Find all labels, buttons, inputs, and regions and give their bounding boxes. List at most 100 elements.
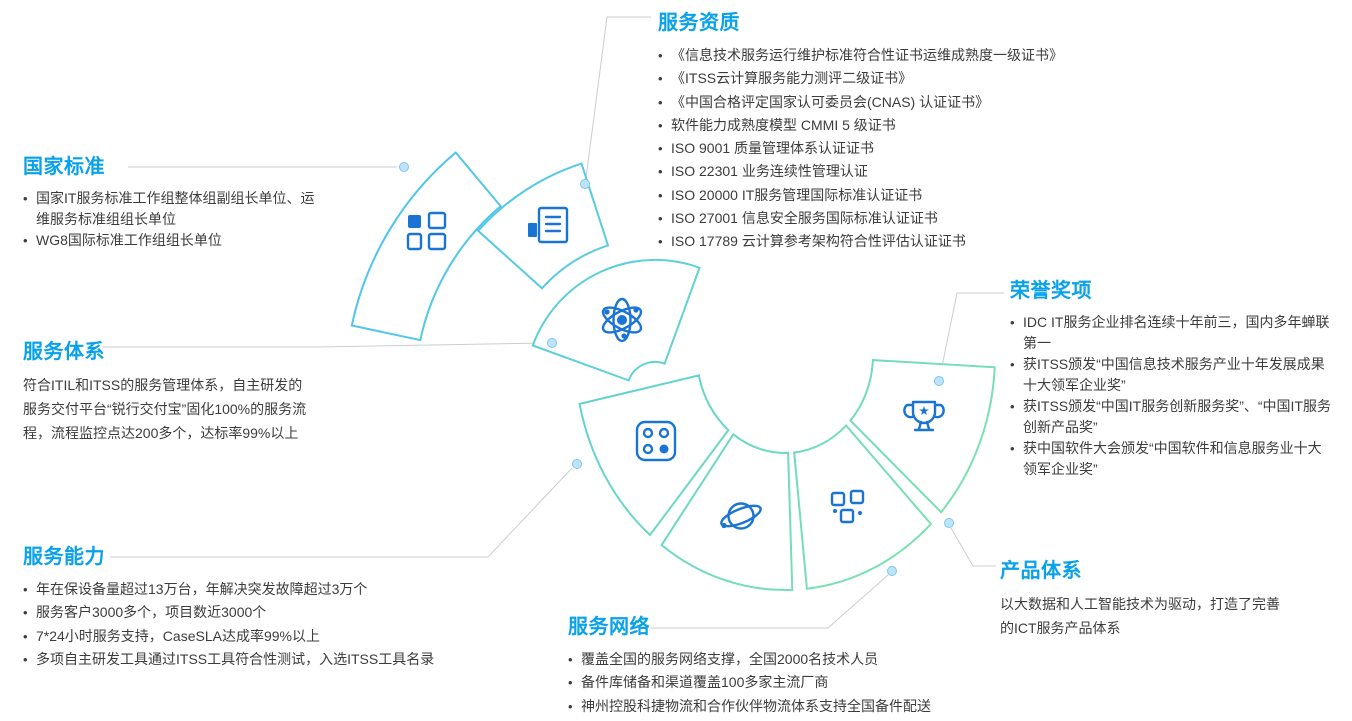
list-item: • 覆盖全国的服务网络支撑，全国2000名技术人员 [568,648,1028,671]
list-item-text: 备件库储备和渠道覆盖100多家主流厂商 [581,674,829,691]
leader-lines [102,16,1004,629]
list-item: • 获中国软件大会颁发“中国软件和信息服务业十大领军企业奖” [1010,438,1332,480]
section-title: 荣誉奖项 [1010,280,1092,302]
list-item: • 年在保设备量超过13万台，年解决突发故障超过3万个 [23,578,523,601]
section-honors-awards: 荣誉奖项 •IDC IT服务企业排名连续十年前三，国内多年蝉联第一•获ITSS颁… [1010,274,1332,480]
list-item: •ISO 22301 业务连续性管理认证 [658,160,1318,183]
list-item: • IDC IT服务企业排名连续十年前三，国内多年蝉联第一 [1010,312,1332,354]
bullet-icon: • [568,675,573,691]
leader-service-network [651,574,889,629]
list-item: • 《ITSS云计算服务能力测评二级证书》 [658,67,1318,90]
dots-grid-icon [635,420,677,462]
wedge-product-system [793,424,933,590]
bullet-icon: • [23,582,28,597]
list-item-text: 年在保设备量超过13万台，年解决突发故障超过3万个 [36,581,368,597]
list-item-text: 多项自主研发工具通过ITSS工具符合性测试，入选ITSS工具名录 [36,650,435,667]
connector-dot [547,338,557,348]
cubes-icon [830,489,865,524]
list-item-text: ISO 9001 质量管理体系认证证书 [671,140,875,157]
bullet-icon: • [23,605,28,621]
list-item-text: ISO 17789 云计算参考架构符合性评估认证证书 [671,233,966,250]
list-item: • ISO 27001 信息安全服务国际标准认证证书 [658,207,1318,230]
wedge-honors-awards [849,359,996,514]
list-item: •神州控股科捷物流和合作伙伴物流体系支持全国备件配送 [568,695,1028,718]
connector-dot [934,376,944,386]
list-item-text: 获ITSS颁发“中国IT服务创新服务奖”、“中国IT服务创新产品奖” [1023,398,1331,435]
atom-network-icon [601,297,643,343]
bullet-icon: • [658,48,663,63]
list-item-text: ISO 27001 信息安全服务国际标准认证证书 [671,210,938,227]
wedge-icons [406,206,945,530]
section-items: •IDC IT服务企业排名连续十年前三，国内多年蝉联第一•获ITSS颁发“中国信… [1010,312,1332,480]
list-item-text: 覆盖全国的服务网络支撑，全国2000名技术人员 [581,651,879,667]
connector-dot [580,179,590,189]
leader-honors-awards [939,292,1004,377]
bullet-icon: • [658,211,663,227]
section-national-standards: 国家标准 • 国家IT服务标准工作组整体组副组长单位、运维服务标准组组长单位 • WG… [23,150,323,251]
list-item-text: 《ITSS云计算服务能力测评二级证书》 [671,70,913,87]
list-item: •《信息技术服务运行维护标准符合性证书运维成熟度一级证书》 [658,44,1318,67]
dashboard-grid-icon [406,211,447,251]
section-items: •《信息技术服务运行维护标准符合性证书运维成熟度一级证书》•《ITSS云计算服务… [658,44,1318,254]
list-item: • 服务客户3000多个，项目数近3000个 [23,601,523,624]
section-service-capability: 服务能力 • 年在保设备量超过13万台，年解决突发故障超过3万个 • 服务客户3000… [23,540,523,671]
section-paragraph: 符合ITIL和ITSS的服务管理体系，自主研发的服务交付平台“锐行交付宝”固化1… [23,377,307,441]
bullet-icon: • [1010,399,1015,414]
list-item-text: 国家IT服务标准工作组整体组副组长单位、运维服务标准组组长单位 [36,190,315,227]
bullet-icon: • [23,191,28,206]
list-item: • ISO 9001 质量管理体系认证证书 [658,137,1318,160]
list-item: • ISO 20000 IT服务管理国际标准认证证书 [658,184,1318,207]
bullet-icon: • [1010,315,1015,330]
connector-dots [399,162,954,576]
bullet-icon: • [658,164,663,180]
leader-service-qualifications [585,16,651,179]
list-item: • 国家IT服务标准工作组整体组副组长单位、运维服务标准组组长单位 [23,188,323,230]
connector-dot [887,566,897,576]
bullet-icon: • [658,141,663,157]
bullet-icon: • [658,234,663,250]
bullet-icon: • [658,117,663,133]
bullet-icon: • [1010,441,1015,456]
section-title: 产品体系 [1000,560,1082,582]
certificate-document-icon [528,206,569,244]
planet-orbit-icon [720,502,762,530]
list-item: • WG8国际标准工作组组长单位 [23,230,323,251]
bullet-icon: • [658,187,663,203]
section-title: 国家标准 [23,156,105,178]
connector-dot [944,518,954,528]
list-item: • 《中国合格评定国家认可委员会(CNAS) 认证证书》 [658,91,1318,114]
ring-wedges [350,151,996,592]
section-product-system: 产品体系 以大数据和人工智能技术为驱动，打造了完善的ICT服务产品体系 [1000,554,1287,640]
list-item-text: 获中国软件大会颁发“中国软件和信息服务业十大领军企业奖” [1023,440,1322,477]
section-items: • 覆盖全国的服务网络支撑，全国2000名技术人员 • 备件库储备和渠道覆盖100多家… [568,648,1028,718]
list-item-text: IDC IT服务企业排名连续十年前三，国内多年蝉联第一 [1023,314,1330,351]
list-item-text: 软件能力成熟度模型 CMMI 5 级证书 [671,116,896,133]
list-item: • 获ITSS颁发“中国IT服务创新服务奖”、“中国IT服务创新产品奖” [1010,396,1332,438]
leader-service-capability [110,467,573,558]
section-title: 服务能力 [23,546,105,568]
list-item-text: 服务客户3000多个，项目数近3000个 [36,604,267,621]
list-item-text: ISO 20000 IT服务管理国际标准认证证书 [671,186,923,203]
section-service-network: 服务网络 •覆盖全国的服务网络支撑，全国2000名技术人员•备件库储备和渠道覆盖… [568,610,1028,718]
leader-product-system [950,527,996,567]
connector-dot [399,162,409,172]
list-item: •获ITSS颁发“中国信息技术服务产业十年发展成果十大领军企业奖” [1010,354,1332,396]
list-item: • 备件库储备和渠道覆盖100多家主流厂商 [568,671,1028,694]
list-item-text: 获ITSS颁发“中国信息技术服务产业十年发展成果十大领军企业奖” [1023,356,1325,393]
section-service-system: 服务体系 符合ITIL和ITSS的服务管理体系，自主研发的服务交付平台“锐行交付… [23,335,310,445]
list-item-text: WG8国际标准工作组组长单位 [36,232,222,248]
section-items: • 国家IT服务标准工作组整体组副组长单位、运维服务标准组组长单位 • WG8国际标准… [23,188,323,251]
section-paragraph: 以大数据和人工智能技术为驱动，打造了完善的ICT服务产品体系 [1000,596,1280,636]
bullet-icon: • [568,652,573,667]
bullet-icon: • [658,71,663,87]
bullet-icon: • [23,628,28,644]
wedge-service-capability [578,374,730,537]
bullet-icon: • [23,233,28,248]
bullet-icon: • [658,94,663,110]
list-item-text: 《中国合格评定国家认可委员会(CNAS) 认证证书》 [671,93,990,110]
wedge-service-system [531,258,701,382]
list-item: •7*24小时服务支持，CaseSLA达成率99%以上 [23,625,523,648]
trophy-icon [903,400,945,432]
